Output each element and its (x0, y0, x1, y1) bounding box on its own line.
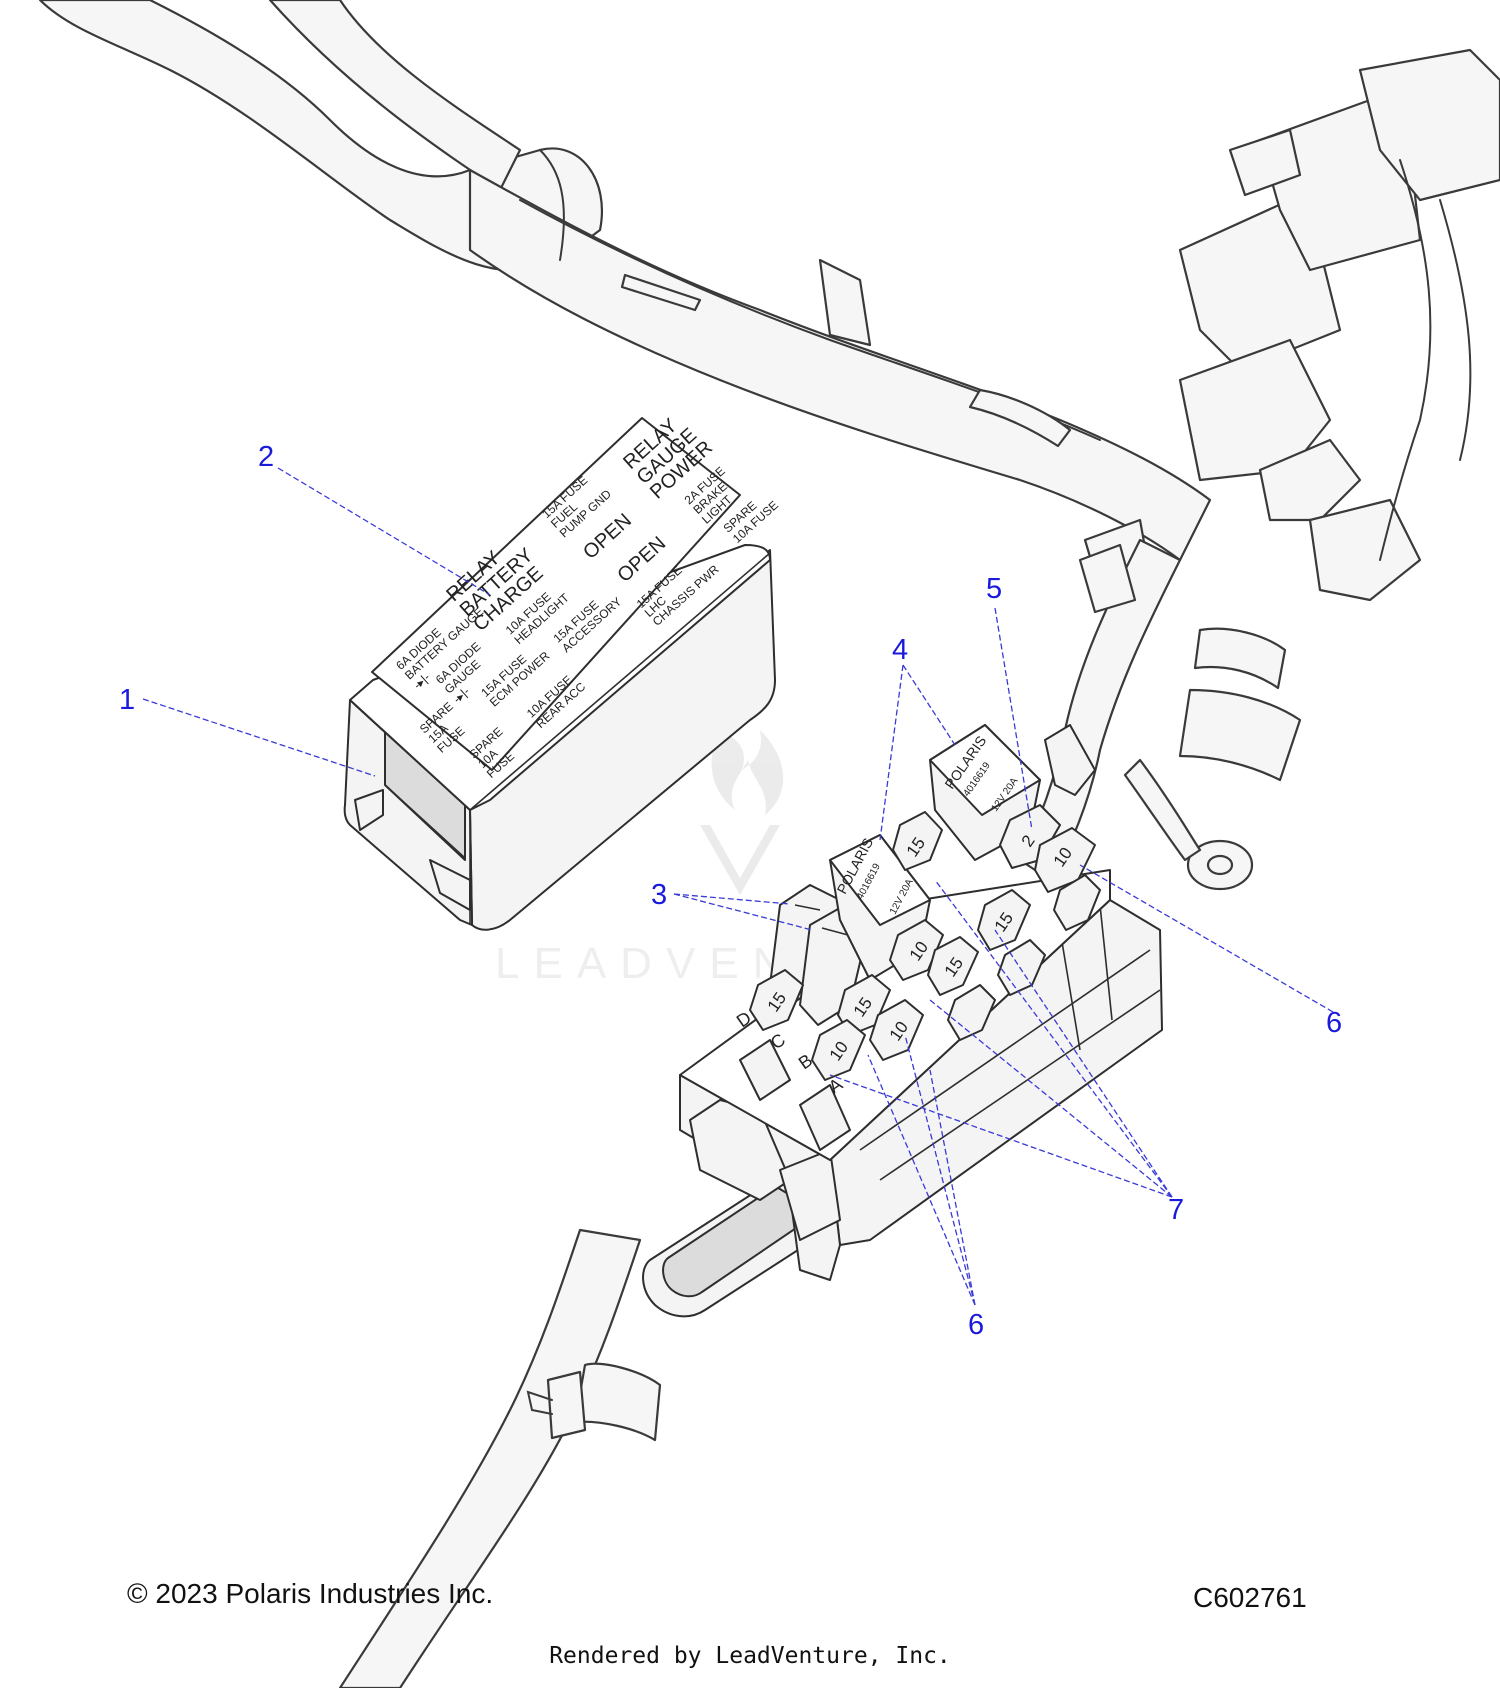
callout-6-bottom: 6 (968, 1309, 984, 1341)
fuse-2a: 2 (999, 804, 1061, 869)
callout-2: 2 (258, 441, 274, 473)
relay-small: POLARIS 4016619 12V 20A (829, 834, 931, 981)
fuse-15a-top: 15 (892, 811, 943, 871)
callout-1: 1 (119, 684, 135, 716)
callouts: 1 2 3 4 5 6 6 7 (119, 441, 1342, 1341)
fuse-10a-lower-mid: 10 (869, 999, 924, 1061)
label-relay-gauge-power: RELAY GAUGE POWER (619, 405, 718, 503)
callout-7: 7 (1168, 1194, 1184, 1226)
fuse-15a-center: 15 (927, 936, 979, 996)
leader-lines (142, 467, 1334, 1306)
fuse-10a-top-right: 10 (1034, 827, 1096, 893)
callout-4: 4 (892, 634, 908, 666)
callout-6-right: 6 (1326, 1007, 1342, 1039)
circuit-breaker-clip (1044, 724, 1096, 796)
callout-5: 5 (986, 573, 1002, 605)
drawing-code: C602761 (1193, 1582, 1307, 1613)
fuse-10a-left: 10 (811, 1019, 866, 1081)
fuse-box-cover (343, 417, 776, 931)
fuse-10a-center: 10 (889, 919, 944, 981)
copyright-notice: © 2023 Polaris Industries Inc. (127, 1578, 494, 1609)
callout-3: 3 (651, 879, 667, 911)
fuse-15a-left: 15 (749, 969, 804, 1031)
fuse-block: D C B A POLARIS 4016619 12V 20A POLARIS … (642, 724, 1163, 1318)
render-credit: Rendered by LeadVenture, Inc. (549, 1643, 951, 1669)
wire-harness (38, 0, 1500, 1688)
